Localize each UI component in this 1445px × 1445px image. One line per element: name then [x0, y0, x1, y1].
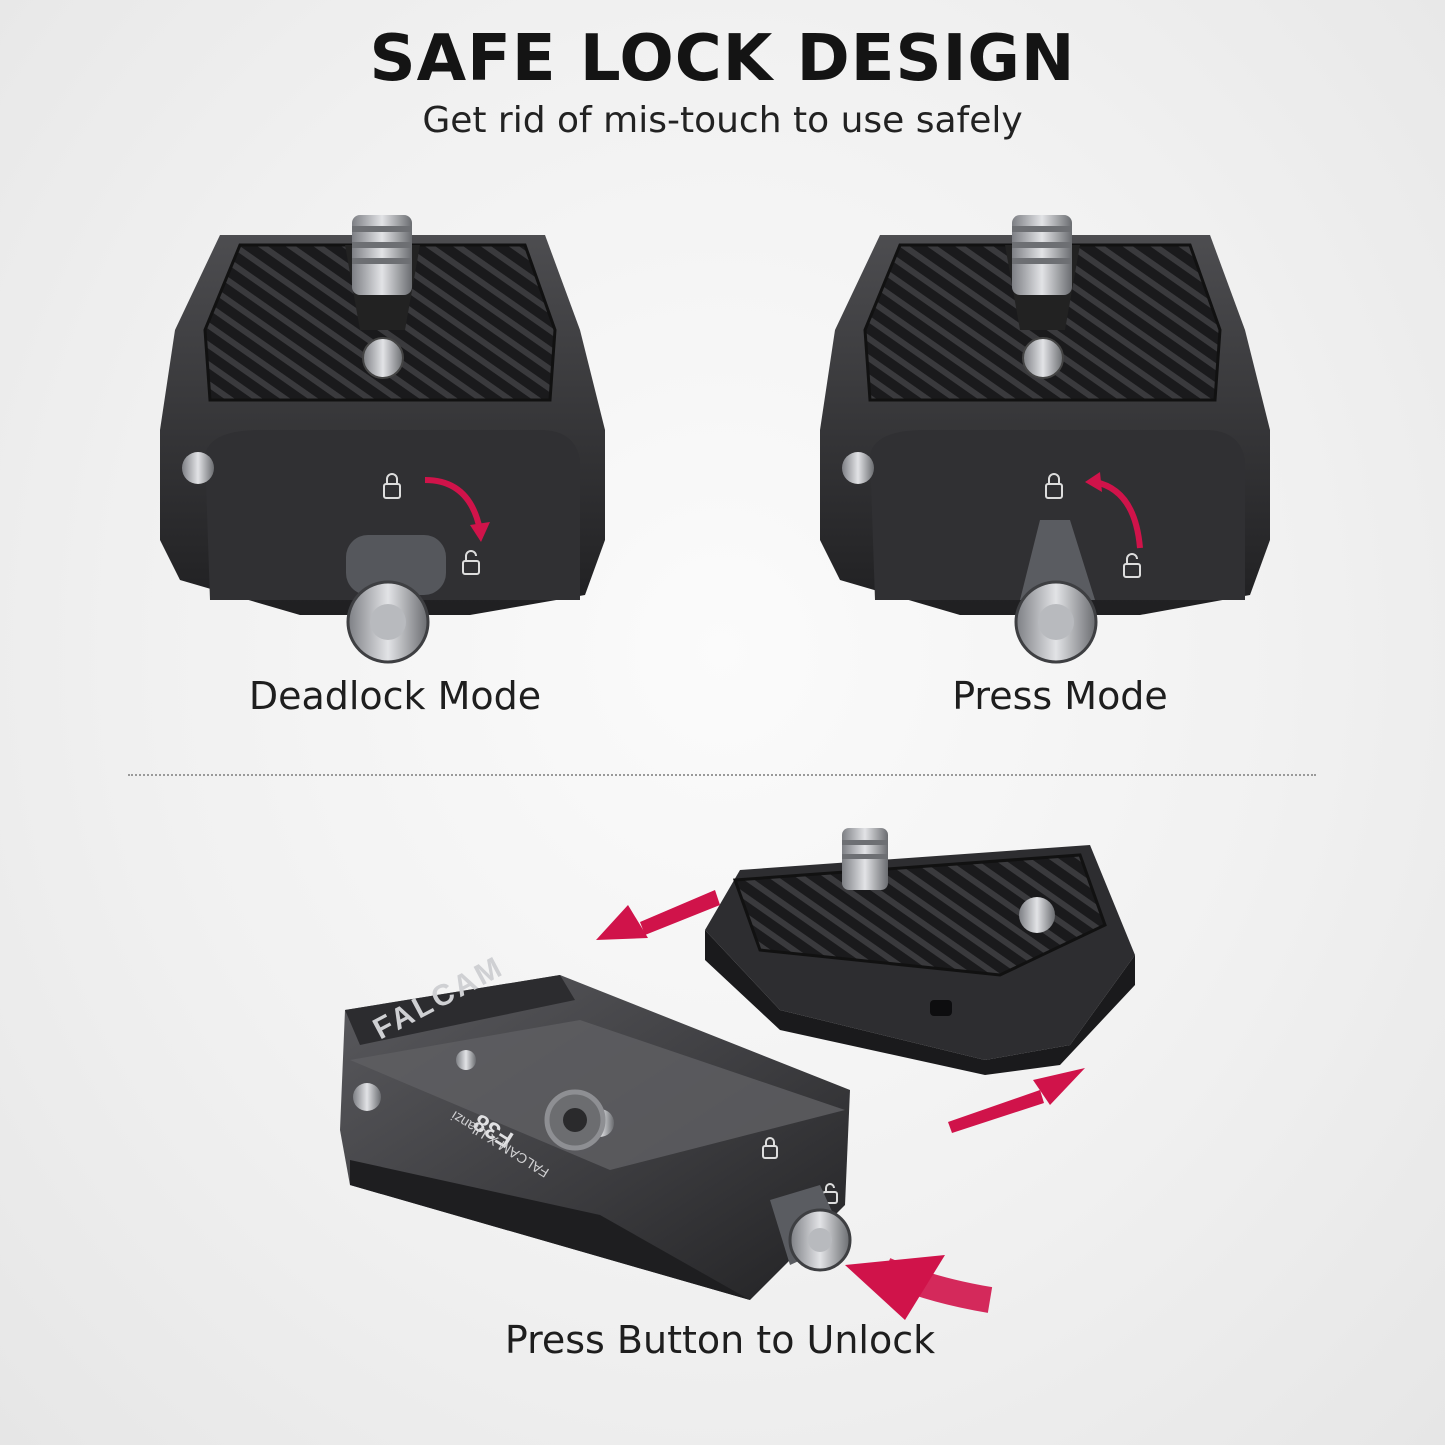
slide-in-arrow	[596, 890, 720, 940]
lock-knob	[346, 535, 446, 664]
press-mode-clamp	[820, 215, 1270, 664]
slide-out-arrow	[948, 1068, 1085, 1133]
lock-knob	[1014, 520, 1098, 664]
base-clamp	[340, 975, 852, 1300]
quick-release-plate	[705, 828, 1135, 1075]
press-mode-label: Press Mode	[952, 674, 1168, 718]
lock-closed-icon	[762, 1137, 778, 1159]
rotate-arrow	[424, 477, 483, 531]
lock-closed-icon	[383, 473, 401, 499]
lock-closed-icon	[1045, 473, 1063, 499]
rotate-arrow	[1094, 479, 1143, 549]
unlock-instruction: Press Button to Unlock	[504, 1318, 936, 1362]
release-button	[770, 1185, 852, 1272]
page-subtitle: Get rid of mis-touch to use safely	[422, 100, 1023, 141]
lock-open-icon	[462, 550, 480, 575]
deadlock-mode-label: Deadlock Mode	[248, 674, 542, 718]
lock-open-icon	[1123, 553, 1141, 578]
section-divider	[128, 774, 1316, 776]
deadlock-mode-clamp	[160, 215, 605, 664]
press-arrow	[845, 1255, 993, 1320]
page-title: SAFE LOCK DESIGN	[369, 22, 1076, 96]
